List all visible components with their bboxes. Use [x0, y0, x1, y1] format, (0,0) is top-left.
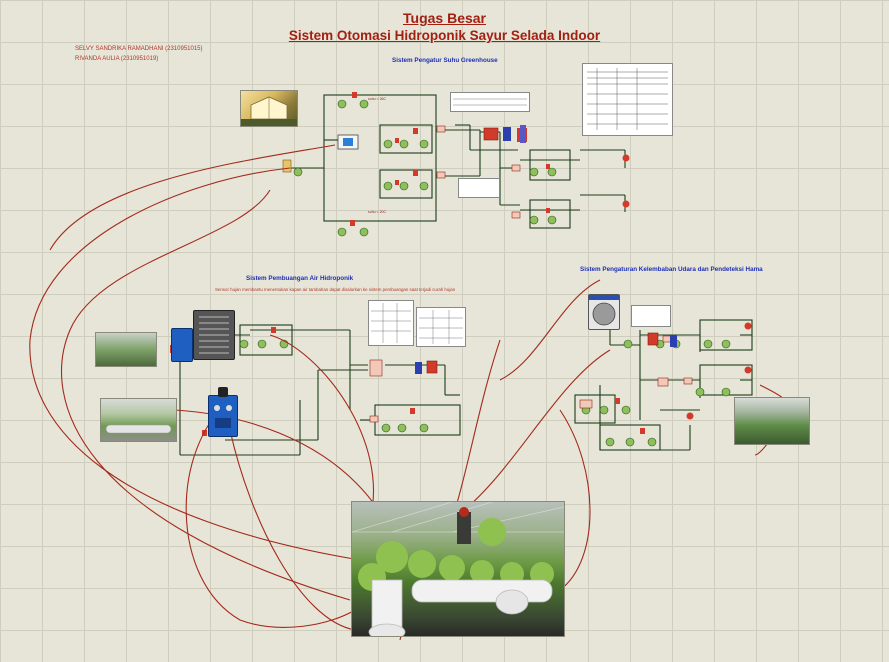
main-subtitle: Sistem Otomasi Hidroponik Sayur Selada I… [288, 28, 601, 43]
temperature-truth-table [450, 92, 530, 112]
hydroponic-pipe-photo [100, 398, 177, 442]
author-2: RIVANDA AULIA (2310951019) [75, 56, 159, 62]
rain-sensor-module [171, 328, 193, 362]
humidity-sensor [588, 294, 620, 330]
lettuce-hydroponic-photo [351, 501, 565, 637]
humidity-components [579, 322, 752, 447]
rain-sensor-plate [193, 310, 235, 360]
author-1: SELVY SANDRIKA RAMADHANI (2310951015) [75, 46, 203, 52]
temperature-lookup-table [582, 63, 673, 136]
lettuce-scene [352, 502, 564, 636]
section-title-drainage: Sistem Pembuangan Air Hidroponik [246, 275, 354, 282]
section-title-temperature: Sistem Pengatur Suhu Greenhouse [392, 57, 498, 64]
humidity-truth-table [631, 305, 671, 327]
main-title: Tugas Besar [403, 10, 486, 26]
temp-label-bottom: suhu < 20C [368, 210, 386, 214]
greenhouse-photo [240, 90, 298, 127]
pipe-icon [105, 424, 172, 434]
water-level-sensor [208, 395, 238, 437]
hydroponic-rows-photo [95, 332, 157, 367]
section-title-humidity: Sistem Pengaturan Kelembaban Udara dan P… [580, 266, 763, 273]
temperature-small-table [458, 178, 500, 198]
temperature-circuit [289, 94, 626, 229]
greenhouse-icon [241, 96, 297, 126]
drainage-caption: Sensor hujan membantu menentukan kapan a… [215, 287, 456, 292]
sensor-cap [218, 387, 228, 397]
drainage-truth-table-2 [416, 307, 466, 347]
temp-label-top: suhu > 26C [368, 97, 386, 101]
greenhouse-rows-photo [734, 397, 810, 445]
drainage-truth-table-1 [368, 300, 414, 346]
connector-lines [29, 144, 791, 641]
temperature-components [282, 92, 630, 237]
